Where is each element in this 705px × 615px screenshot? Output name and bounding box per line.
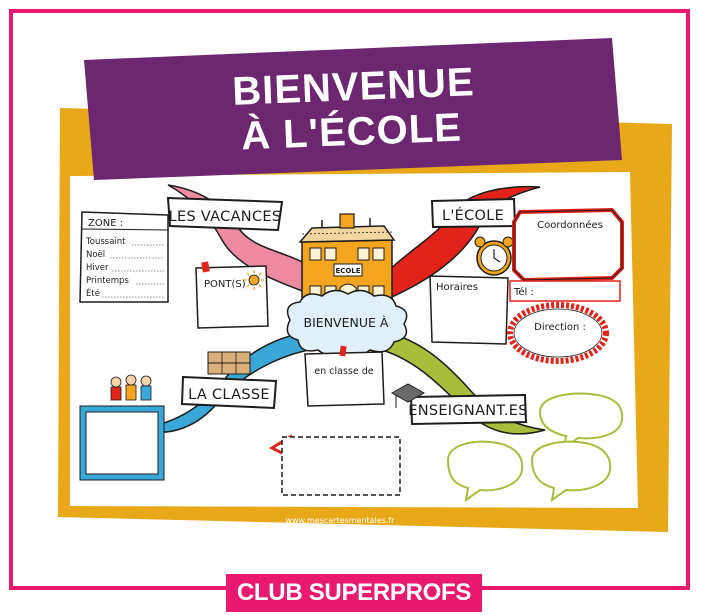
classe-label: LA CLASSE	[188, 387, 270, 403]
classe-photo-frame	[79, 405, 165, 481]
speech-bubble-3	[530, 440, 612, 503]
en-classe-card: en classe de	[304, 345, 385, 407]
children-icon	[110, 374, 152, 401]
tel-field: Tél :	[509, 280, 621, 302]
ponts-label: PONT(S)	[204, 279, 246, 290]
direction-label: Direction :	[534, 322, 586, 333]
enseignants-label: ENSEIGNANT.ES	[408, 403, 528, 419]
vacances-label: LES VACANCES	[169, 209, 282, 225]
school-sign: ECOLE	[335, 267, 360, 275]
title-line-2: À L'ÉCOLE	[240, 105, 462, 159]
zone-row-3: Hiver	[86, 263, 109, 273]
en-classe-label: en classe de	[314, 366, 373, 377]
school-building: ECOLE	[298, 213, 396, 305]
coordonnees-box: Coordonnées	[512, 207, 624, 283]
title-line-1: BIENVENUE	[231, 60, 475, 114]
title-banner: BIENVENUE À L'ÉCOLE	[84, 38, 622, 180]
desks-icon	[207, 351, 251, 375]
graduation-cap-icon	[390, 383, 426, 408]
ecole-label: L'ÉCOLE	[442, 207, 504, 224]
sun-icon	[244, 270, 264, 290]
tel-label: Tél :	[513, 286, 534, 298]
zone-box: ZONE : Toussaint Noël Hiver Printemps Ét…	[79, 211, 169, 303]
horaires-card: Horaires	[429, 275, 509, 345]
zone-row-4: Printemps	[86, 276, 129, 286]
enseignants-label-box: ENSEIGNANT.ES	[408, 393, 528, 426]
club-superprofs-label: CLUB SUPERPROFS	[226, 574, 482, 612]
direction-oval: Direction :	[507, 302, 609, 364]
speech-bubble-2	[446, 440, 524, 503]
branch-enseignants	[381, 331, 546, 435]
zone-title: ZONE :	[88, 218, 123, 229]
zone-row-2: Noël	[86, 250, 105, 260]
website-label: www.mescartesmentales.fr	[286, 516, 396, 525]
horaires-label: Horaires	[436, 282, 478, 293]
zone-row-5: Été	[86, 287, 100, 299]
speech-bubble-1	[538, 392, 624, 451]
coordonnees-label: Coordonnées	[537, 219, 603, 231]
classe-label-box: LA CLASSE	[180, 375, 278, 410]
ecole-label-box: L'ÉCOLE	[430, 197, 517, 229]
vacances-label-box: LES VACANCES	[166, 196, 284, 232]
speech-bubbles	[446, 392, 624, 503]
ponts-card: PONT(S)	[195, 261, 269, 329]
zone-row-1: Toussaint	[85, 237, 126, 247]
center-cloud: BIENVENUE À	[286, 289, 408, 357]
alarm-clock-icon	[474, 236, 514, 276]
center-label: BIENVENUE À	[304, 315, 389, 330]
branch-ecole	[377, 185, 541, 301]
dashed-note-box	[281, 436, 401, 496]
